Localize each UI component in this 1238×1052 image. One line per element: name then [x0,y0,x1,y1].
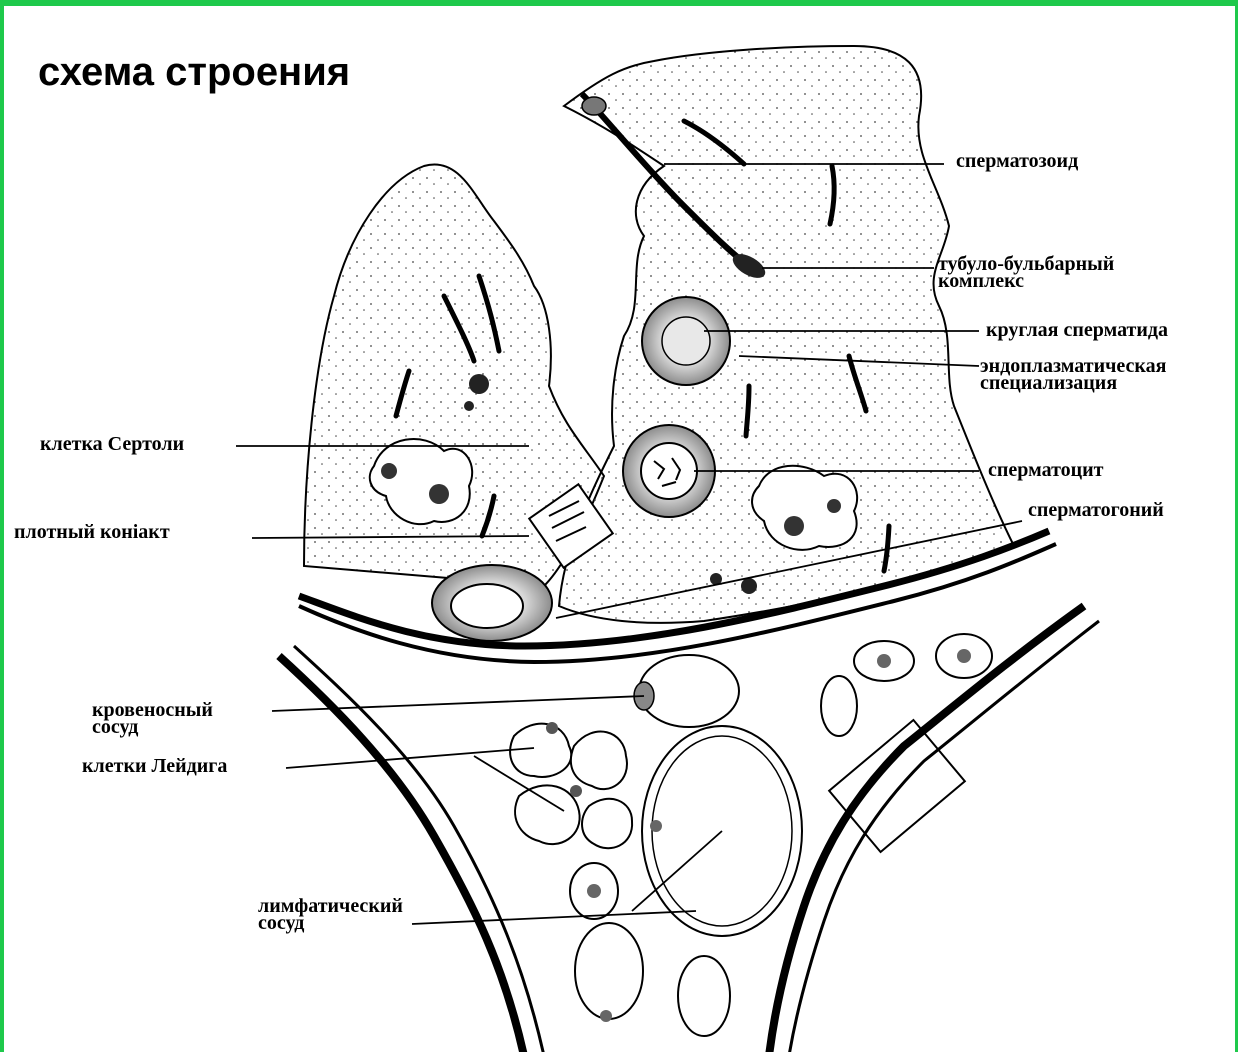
page-title: схема строения [38,50,350,95]
interstitium-left-wall [279,656,524,1052]
label-spermatozoid: сперматозоид [956,153,1078,170]
label-lymph-line2: сосуд [258,915,403,932]
label-spermatocyte: сперматоцит [988,462,1104,479]
interstitium-right-wall [769,606,1084,1052]
label-blood-vessel: кровеносный сосуд [92,702,213,736]
label-lymphatic-vessel: лимфатический сосуд [258,898,403,932]
label-spermatogonium: сперматогоний [1028,502,1164,519]
label-tubulo-line2: комплекс [938,273,1114,290]
label-sertoli-cell: клетка Сертоли [40,436,184,453]
label-blood-line2: сосуд [92,719,213,736]
label-leydig-cells: клетки Лейдига [82,758,227,775]
label-tight-contact: плотный коніакт [14,524,170,541]
label-endo-line2: специализация [980,375,1166,392]
label-round-spermatid: круглая сперматида [986,322,1168,339]
leydig-cells [510,724,632,849]
label-endoplasmic-specialization: эндоплазматическая специализация [980,358,1166,392]
junction-box-right [829,720,965,852]
label-tubulo-bulbar-complex: тубуло-бульбарный комплекс [938,256,1114,290]
